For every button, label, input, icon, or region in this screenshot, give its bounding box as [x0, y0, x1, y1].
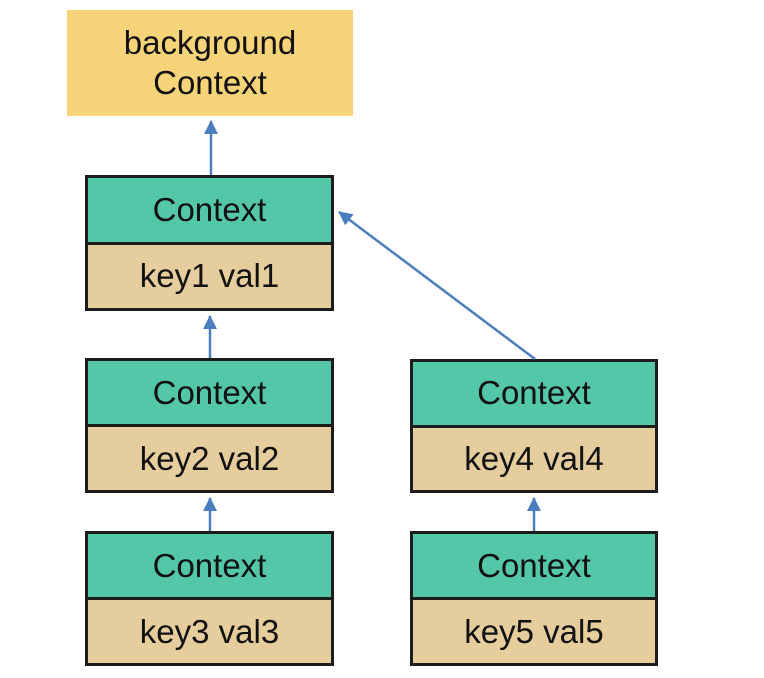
key-value-label: key3 val3	[88, 600, 331, 663]
background-context-label: background Context	[123, 23, 297, 101]
context-title: Context	[88, 178, 331, 245]
node-context-key3: Context key3 val3	[85, 531, 334, 666]
key-value-label: key4 val4	[413, 427, 655, 490]
context-title: Context	[88, 361, 331, 427]
context-title: Context	[88, 534, 331, 600]
node-context-key5: Context key5 val5	[410, 531, 658, 666]
context-title: Context	[413, 534, 655, 600]
key-value-label: key1 val1	[88, 244, 331, 308]
node-context-key2: Context key2 val2	[85, 358, 334, 493]
node-background-context: background Context	[67, 10, 353, 116]
edge-key4-to-key1-arrow	[338, 211, 536, 360]
node-context-key4: Context key4 val4	[410, 359, 658, 493]
key-value-label: key5 val5	[413, 600, 655, 663]
key-value-label: key2 val2	[88, 427, 331, 490]
context-title: Context	[413, 362, 655, 428]
node-context-key1: Context key1 val1	[85, 175, 334, 311]
